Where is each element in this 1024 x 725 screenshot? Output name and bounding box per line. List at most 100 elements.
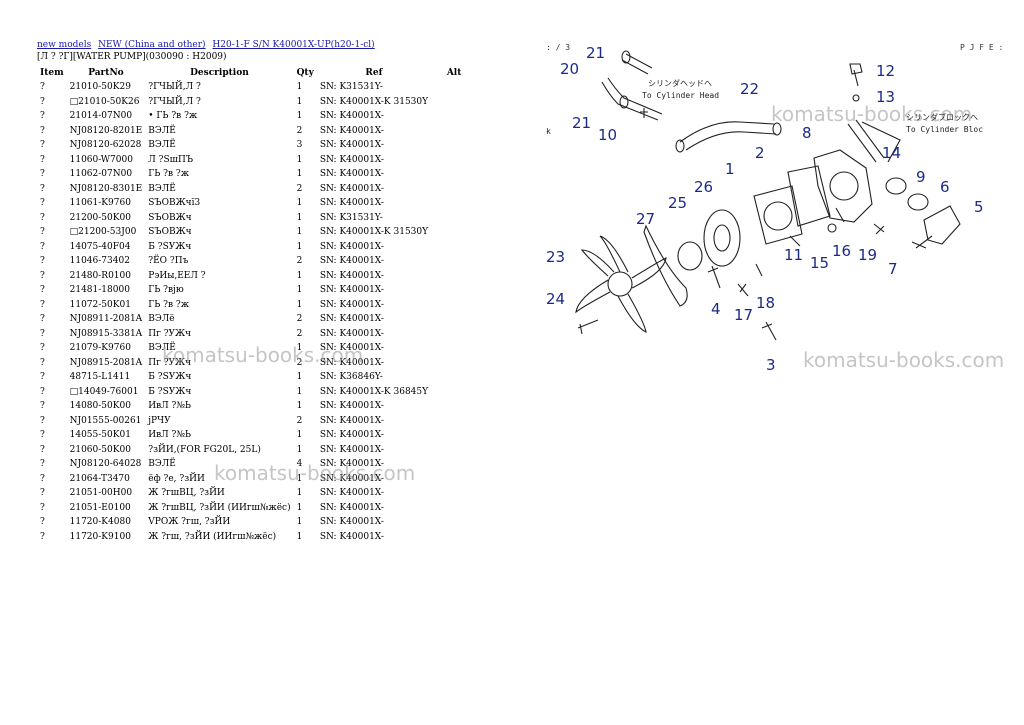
callout-20: 20 [560, 60, 579, 78]
cell-description: ?ГЧЫЙ,Л ? [148, 96, 201, 107]
bracket-14 [861, 121, 901, 163]
cell-partno: □21010-50K26 [69, 96, 140, 107]
cell-description: SЪОВЖч [148, 227, 192, 238]
cell-qty: 1 [296, 270, 303, 281]
cell-qty: 1 [296, 430, 303, 441]
cell-qty: 1 [296, 241, 303, 252]
cell-description: ВЭЛЁ [148, 343, 176, 354]
cell-ref: SN: K40001X- [319, 401, 384, 412]
cell-item: ? [40, 357, 45, 368]
cell-ref: SN: K36846Y- [319, 372, 383, 383]
cell-partno: □14049-76001 [69, 386, 139, 397]
plug-12 [849, 63, 863, 87]
cell-alt [431, 501, 477, 516]
cell-ref: SN: K40001X-K 31530Y [319, 96, 429, 107]
housing-bore [829, 171, 859, 201]
cell-item: ? [40, 444, 45, 455]
cell-partno: 21200-50K00 [69, 212, 131, 223]
bolt-10 [640, 108, 648, 118]
cell-item: ? [40, 401, 45, 412]
breadcrumb-link-new-models[interactable]: new models [37, 40, 92, 50]
cell-item: ? [40, 299, 45, 310]
fan-23 [575, 235, 667, 333]
cell-alt [431, 312, 477, 327]
cell-partno: 21064-T3470 [69, 473, 130, 484]
cell-ref: SN: K40001X- [319, 314, 384, 325]
callout-13: 13 [876, 88, 895, 106]
breadcrumb-link-model[interactable]: H20-1-F S/N K40001X-UP(h20-1-cl) [212, 40, 375, 50]
cell-qty: 2 [296, 328, 303, 339]
callout-7: 7 [888, 260, 898, 278]
cell-description: ёф ?е, ?зЙИ [148, 473, 205, 484]
cell-item: ? [40, 241, 45, 252]
cell-partno: 11720-K4080 [69, 517, 131, 528]
table-header-row: Item PartNo Description Qty Ref Alt [37, 66, 477, 80]
gasket-6 [907, 193, 929, 211]
bolt-24 [577, 319, 599, 335]
cell-ref: SN: K40001X-K 31530Y [319, 227, 429, 238]
breadcrumb-link-china[interactable]: NEW (China and other) [98, 40, 206, 50]
cell-item: ? [40, 459, 45, 470]
cell-item: ? [40, 125, 45, 136]
cell-item: ? [40, 82, 45, 93]
cell-alt [431, 443, 477, 458]
cell-item: ? [40, 285, 45, 296]
cell-qty: 1 [296, 96, 303, 107]
callout-9: 9 [916, 168, 926, 186]
cell-ref: SN: K40001X- [319, 357, 384, 368]
cell-item: ? [40, 502, 45, 513]
callout-4: 4 [711, 300, 721, 318]
cell-description: јРЧУ [148, 415, 171, 426]
cell-description: Б ?SУЖч [148, 241, 192, 252]
cell-qty: 1 [296, 169, 303, 180]
cell-partno: 48715-L1411 [69, 372, 131, 383]
cell-alt [431, 341, 477, 356]
pulley-26 [703, 209, 741, 267]
cell-partno: NJ08911-2081A [69, 314, 143, 325]
cell-ref: SN: K40001X- [319, 488, 384, 499]
cell-ref: SN: K40001X- [319, 531, 384, 542]
callout-5: 5 [974, 198, 984, 216]
cell-qty: 1 [296, 531, 303, 542]
cell-qty: 2 [296, 256, 303, 267]
page-subtitle: [Л ? ?Г][WATER PUMP](030090 : H2009) [37, 52, 227, 62]
callout-21-top: 21 [586, 44, 605, 62]
bolt-7 [911, 235, 933, 249]
cell-item: ? [40, 154, 45, 165]
diagram-note-k: k [546, 127, 551, 136]
cell-description: Б ?SУЖч [148, 386, 192, 397]
cell-ref: SN: K40001X- [319, 256, 384, 267]
cell-alt [431, 254, 477, 269]
cell-alt [431, 225, 477, 240]
note-head-en: To Cylinder Head [642, 91, 719, 100]
cell-ref: SN: K31531Y- [319, 212, 383, 223]
callout-21-lower: 21 [572, 114, 591, 132]
cell-alt [431, 283, 477, 298]
cover-5 [923, 205, 961, 245]
cell-qty: 1 [296, 227, 303, 238]
cell-description: SЪОВЖчї3 [148, 198, 201, 209]
pump-housing [813, 149, 873, 223]
cell-description: ВЭЛЁ [148, 459, 176, 470]
cell-item: ? [40, 212, 45, 223]
cell-alt [431, 457, 477, 472]
cell-alt [431, 428, 477, 443]
cell-description: Ж ?гшВЦ, ?зЙИ [148, 488, 225, 499]
cell-partno: 11720-K9100 [69, 531, 131, 542]
cell-qty: 1 [296, 82, 303, 93]
cell-partno: NJ08120-8201E [69, 125, 143, 136]
cell-description: Ж ?гшВЦ, ?зЙИ (ИИгш№жёс) [148, 502, 291, 513]
clamp-21-top [621, 50, 631, 64]
cell-qty: 1 [296, 444, 303, 455]
cell-ref: SN: K40001X- [319, 111, 384, 122]
